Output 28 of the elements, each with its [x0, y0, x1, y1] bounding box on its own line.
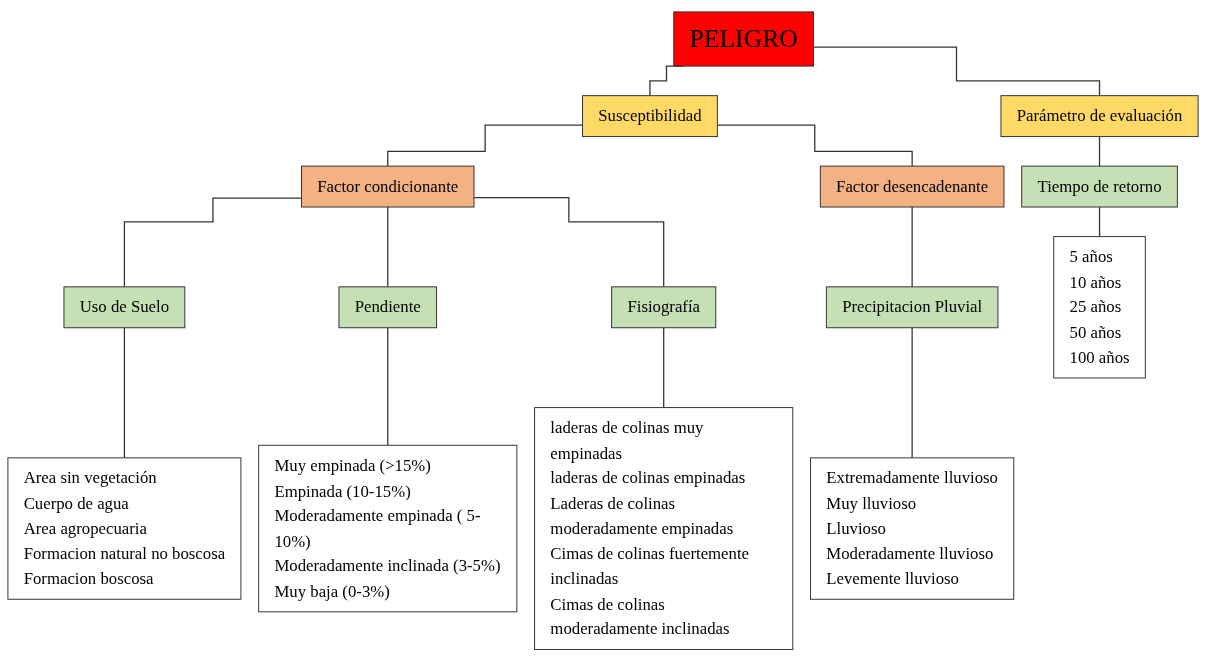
connector	[663, 326, 665, 408]
node-box: 5 años 10 años 25 años 50 años 100 años	[1053, 235, 1146, 379]
node-box: Fisiografía	[611, 286, 717, 329]
connector	[1098, 206, 1101, 237]
node-box: Pendiente	[338, 286, 438, 329]
connector	[716, 124, 913, 167]
node-box: Parámetro de evaluación	[1000, 94, 1199, 137]
connector	[911, 326, 913, 459]
node-box: Precipitacion Pluvial	[825, 286, 999, 329]
connector	[387, 124, 584, 167]
connector	[123, 326, 126, 459]
connector	[812, 46, 1101, 97]
node-box: Muy empinada (>15%) Empinada (10-15%) Moderadamente empinada ( 5-10%) Moderadamente inclinada (3-5%) Muy baja (0-3%)	[258, 444, 518, 613]
node-box: Factor condicionante	[301, 165, 475, 208]
connector	[1098, 135, 1101, 167]
node-box: Susceptibilidad	[582, 94, 718, 137]
connector	[387, 326, 389, 446]
node-box: Area sin vegetación Cuerpo de agua Area agropecuaria Formacion natural no boscosa Formacion boscosa	[7, 457, 242, 600]
node-box: Uso de Suelo	[63, 286, 186, 329]
node-box: Tiempo de retorno	[1021, 165, 1178, 208]
node-box: PELIGRO	[673, 11, 814, 67]
connector	[387, 206, 389, 288]
node-box: Extremadamente lluvioso Muy lluvioso Lluvioso Moderadamente lluvioso Levemente lluvioso	[810, 457, 1015, 600]
connector	[123, 197, 303, 288]
node-box: laderas de colinas muy empinadas laderas de colinas empinadas Laderas de colinas moderadamente empinadas Cimas de colinas fuertemente inclinadas Cimas de colinas moderadamente inclinadas	[534, 406, 794, 650]
connector	[473, 196, 665, 288]
connector	[911, 206, 913, 288]
node-box: Factor desencadenante	[819, 165, 1005, 208]
